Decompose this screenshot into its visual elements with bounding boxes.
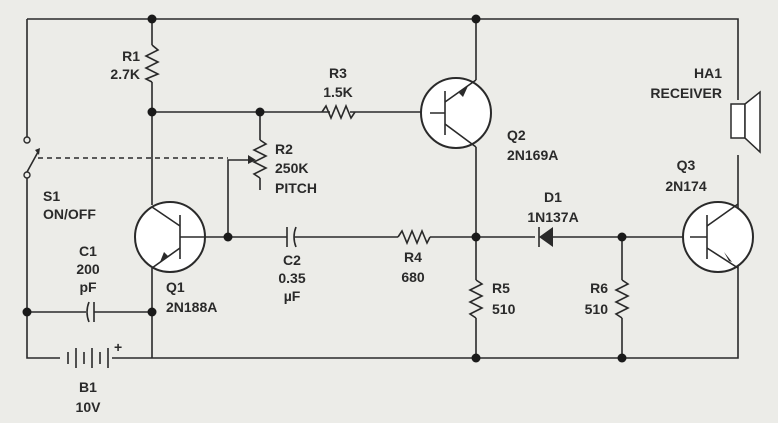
capacitor-c1: [86, 301, 95, 323]
r6-ref: R6: [590, 280, 608, 296]
r2-value: 250K: [275, 160, 308, 176]
resistor-r4: [397, 228, 431, 246]
transistor-q2: [420, 77, 492, 149]
resistor-r1: [144, 44, 160, 83]
junctions: [22, 14, 627, 363]
transistor-q1: [134, 201, 206, 273]
diode-d1: [538, 227, 553, 247]
q3-ref: Q3: [677, 157, 696, 173]
ha1-value: RECEIVER: [650, 85, 722, 101]
r3-ref: R3: [329, 65, 347, 81]
potentiometer-r2: [252, 139, 268, 179]
c2-value: 0.35: [278, 270, 305, 286]
q2-ref: Q2: [507, 127, 526, 143]
resistor-r3: [321, 103, 356, 121]
r2-note: PITCH: [275, 180, 317, 196]
q1-value: 2N188A: [166, 299, 217, 315]
r3-value: 1.5K: [323, 84, 353, 100]
c1-value: 200: [76, 261, 100, 277]
r2-ref: R2: [275, 141, 293, 157]
q3-value: 2N174: [665, 178, 706, 194]
wiper-arrow-icon: [248, 155, 256, 164]
c2-ref: C2: [283, 252, 301, 268]
speaker-ha1-icon: [730, 90, 761, 154]
switch-s1[interactable]: [23, 136, 40, 179]
resistor-r5: [468, 279, 484, 319]
q1-ref: Q1: [166, 279, 185, 295]
r1-value: 2.7K: [110, 66, 140, 82]
c1-ref: C1: [79, 243, 97, 259]
b1-ref: B1: [79, 379, 97, 395]
c2-unit: µF: [284, 288, 301, 304]
ha1-ref: HA1: [694, 65, 722, 81]
transistor-q3: [682, 201, 754, 273]
capacitor-c2: [286, 226, 297, 248]
r6-value: 510: [585, 301, 609, 317]
r4-value: 680: [401, 269, 425, 285]
r1-ref: R1: [122, 48, 140, 64]
s1-ref: S1: [43, 188, 60, 204]
wires: [26, 18, 739, 359]
r5-ref: R5: [492, 280, 510, 296]
battery-polarity: +: [114, 339, 122, 355]
r4-ref: R4: [404, 249, 422, 265]
d1-ref: D1: [544, 189, 562, 205]
b1-value: 10V: [76, 399, 102, 415]
battery-b1: +: [60, 339, 122, 368]
c1-unit: pF: [79, 279, 97, 295]
d1-value: 1N137A: [527, 209, 578, 225]
resistor-r6: [614, 279, 630, 319]
s1-value: ON/OFF: [43, 206, 96, 222]
r5-value: 510: [492, 301, 516, 317]
q2-value: 2N169A: [507, 147, 558, 163]
